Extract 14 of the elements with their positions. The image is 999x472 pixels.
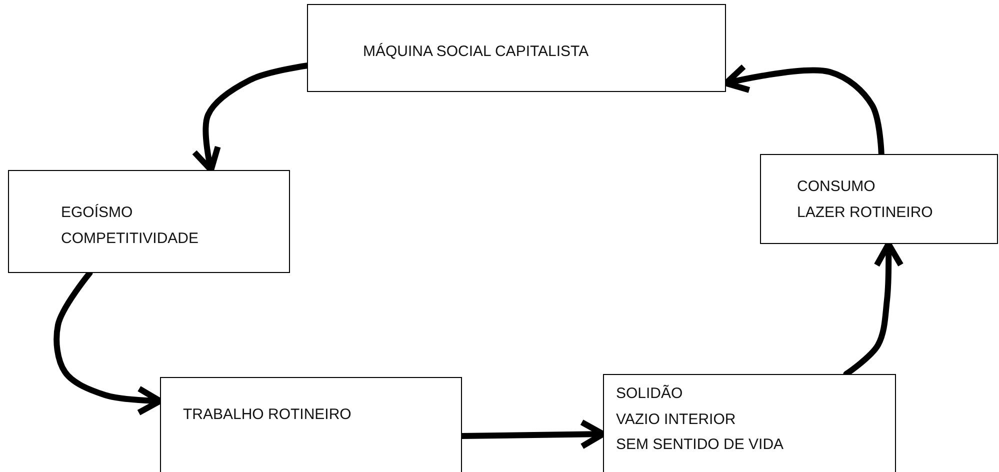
box-text: MÁQUINA SOCIAL CAPITALISTA <box>363 42 589 62</box>
box-text: EGOÍSMO <box>61 203 133 223</box>
process-box <box>760 154 998 244</box>
box-text: SEM SENTIDO DE VIDA <box>616 435 784 455</box>
process-box <box>160 377 462 472</box>
box-text: SOLIDÃO <box>616 384 683 404</box>
process-box <box>307 4 726 92</box>
process-box <box>603 374 896 472</box>
process-box <box>8 170 290 273</box>
box-text: COMPETITIVIDADE <box>61 228 199 248</box>
box-text: CONSUMO <box>797 177 876 197</box>
box-text: LAZER ROTINEIRO <box>797 202 933 222</box>
box-text: VAZIO INTERIOR <box>616 410 736 430</box>
box-text: TRABALHO ROTINEIRO <box>183 405 352 425</box>
